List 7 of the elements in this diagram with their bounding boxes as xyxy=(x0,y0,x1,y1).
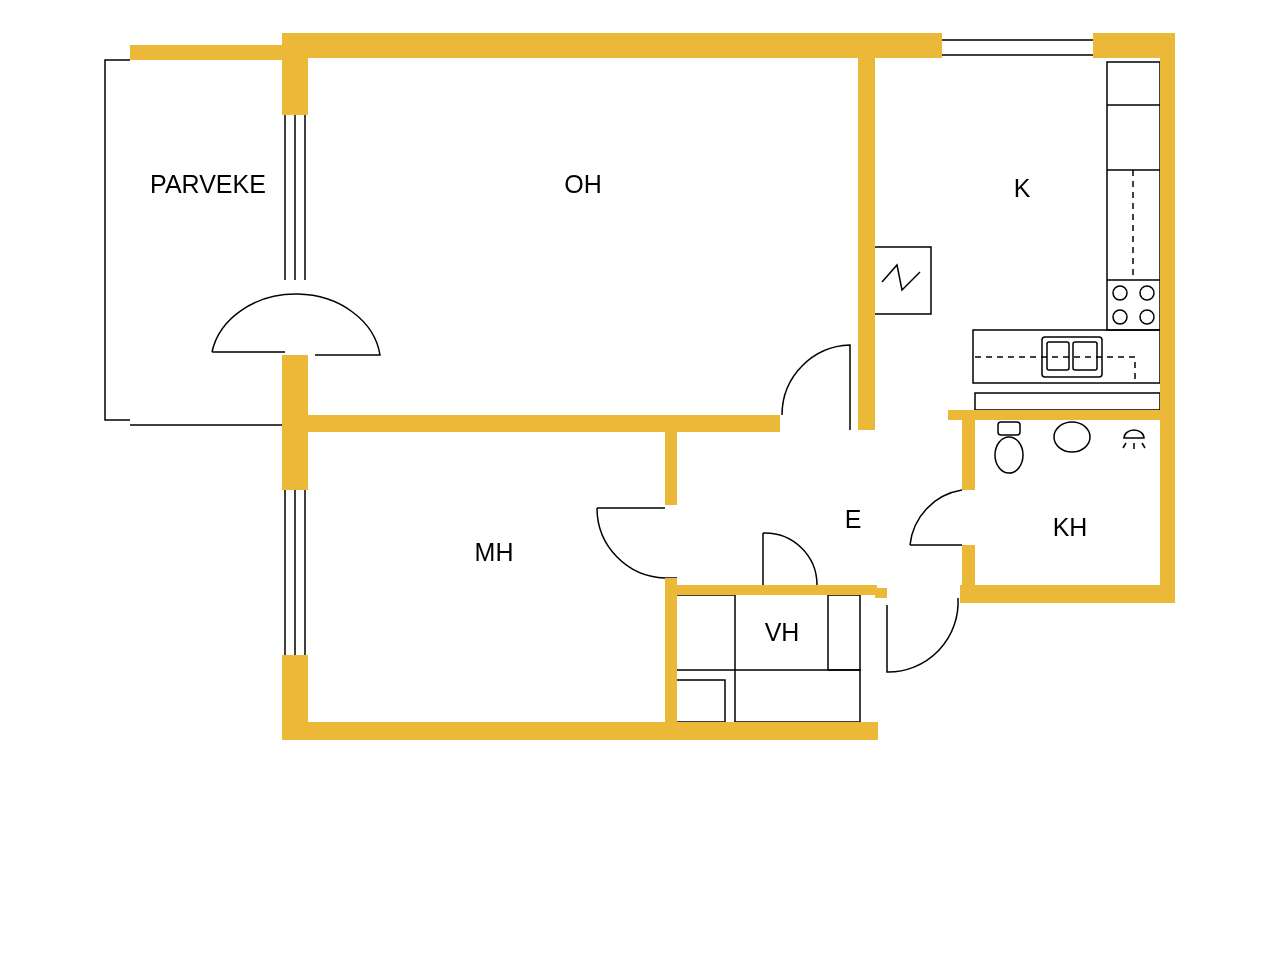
room-label: VH xyxy=(764,619,800,645)
room-label: OH xyxy=(564,171,602,197)
room-label: E xyxy=(844,506,862,532)
room-label: K xyxy=(1013,175,1031,201)
room-label: MH xyxy=(474,539,514,565)
room-label: KH xyxy=(1052,514,1088,540)
room-label: PARVEKE xyxy=(150,171,266,197)
